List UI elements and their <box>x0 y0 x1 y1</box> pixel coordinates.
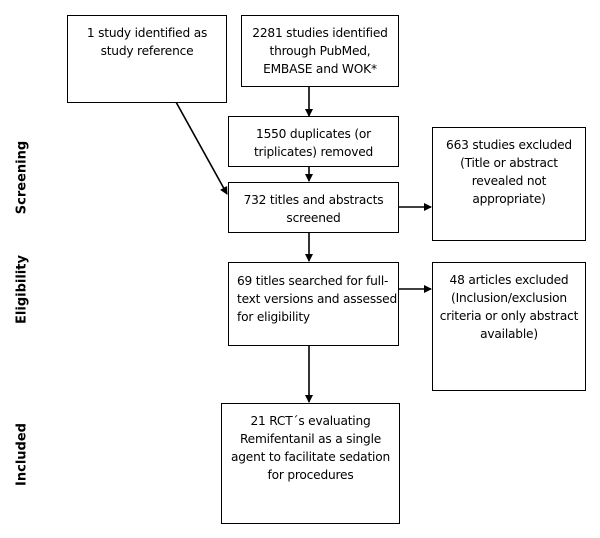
box-text-line: Remifentanil as a single <box>239 432 382 446</box>
box-text-line: triplicates) removed <box>253 145 374 159</box>
box-excluded-screening: 663 studies excluded (Title or abstract … <box>432 127 586 241</box>
box-text-line: appropriate) <box>472 192 546 206</box>
box-text-line: (Inclusion/exclusion <box>451 291 567 305</box>
box-text-line: available) <box>480 327 538 341</box>
box-duplicates-removed: 1550 duplicates (or triplicates) removed <box>228 116 399 167</box>
stage-label-screening: Screening <box>14 140 30 215</box>
box-text-line: 69 titles searched for full- <box>237 274 389 288</box>
box-text-line: agent to facilitate sedation <box>230 450 390 464</box>
box-text-line: 48 articles excluded <box>449 273 569 287</box>
box-text-line: through PubMed, <box>269 44 371 58</box>
box-text-line: revealed not <box>471 174 547 188</box>
box-text-line: for eligibility <box>237 310 310 324</box>
box-text-line: 2281 studies identified <box>252 26 388 40</box>
box-text-line: text versions and assessed <box>237 292 397 306</box>
box-text-line: (Title or abstract <box>460 156 558 170</box>
box-text-line: 663 studies excluded <box>446 138 572 152</box>
box-studies-identified: 2281 studies identified through PubMed, … <box>241 15 399 87</box>
box-text-line: for procedures <box>267 468 354 482</box>
box-text-line: 1550 duplicates (or <box>256 127 371 141</box>
box-text-line: 21 RCT´s evaluating <box>250 414 371 428</box>
stage-label-included: Included <box>14 423 30 486</box>
box-text-line: study reference <box>100 44 194 58</box>
box-text-line: 732 titles and abstracts <box>243 193 384 207</box>
box-text-line: screened <box>286 211 341 225</box>
stage-label-eligibility: Eligibility <box>14 255 30 324</box>
box-study-reference: 1 study identified as study reference <box>67 15 227 103</box>
box-included-rcts: 21 RCT´s evaluating Remifentanil as a si… <box>221 403 400 524</box>
box-text-line: criteria or only abstract <box>439 309 579 323</box>
box-titles-screened: 732 titles and abstracts screened <box>228 182 399 233</box>
box-text-line: 1 study identified as <box>86 26 208 40</box>
arrow-reference-to-screened <box>175 101 228 195</box>
box-fulltext-assessed: 69 titles searched for full- text versio… <box>228 262 399 346</box>
box-text-line: EMBASE and WOK* <box>263 62 377 76</box>
box-excluded-eligibility: 48 articles excluded (Inclusion/exclusio… <box>432 262 586 391</box>
